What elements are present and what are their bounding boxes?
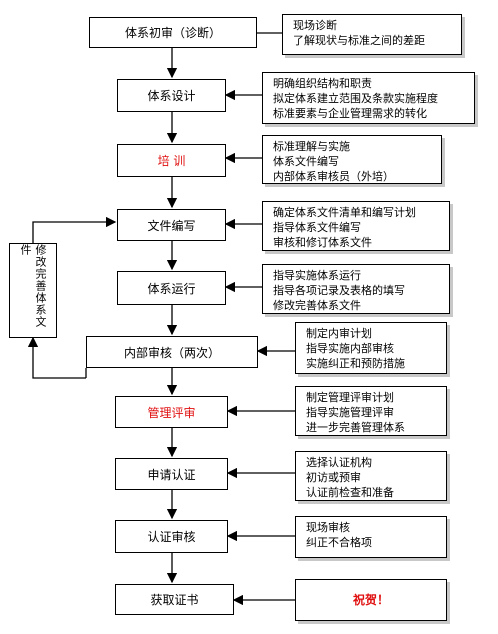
note-initial-review: 现场诊断 了解现状与标准之间的差距 [282, 14, 462, 55]
step-management-review: 管理评审 [115, 396, 228, 428]
note-line: 认证前检查和准备 [306, 486, 394, 499]
note-line: 明确组织结构和职责 [273, 77, 372, 90]
note-line: 内部体系审核员（外培） [273, 170, 394, 183]
note-line: 指导实施管理评审 [306, 406, 394, 419]
note-line: 初访或预审 [306, 471, 361, 484]
step-initial-review: 体系初审（诊断） [89, 17, 257, 48]
note-line: 现场诊断 [293, 19, 337, 32]
note-line: 指导体系文件编写 [273, 221, 361, 234]
step-certification-application: 申请认证 [115, 458, 228, 490]
feedback-loop-line [27, 336, 86, 379]
note-line: 选择认证机构 [306, 456, 372, 469]
note-line: 指导实施体系运行 [273, 269, 361, 282]
note-certification-application: 选择认证机构 初访或预审 认证前检查和准备 [295, 451, 447, 501]
note-system-operation: 指导实施体系运行 指导各项记录及表格的填写 修改完善体系文件 [262, 264, 450, 314]
note-line: 审核和修订体系文件 [273, 236, 372, 249]
note-document-writing: 确定体系文件清单和编写计划 指导体系文件编写 审核和修订体系文件 [262, 201, 450, 251]
note-line: 了解现状与标准之间的差距 [293, 34, 425, 47]
note-internal-audit: 制定内审计划 指导实施内部审核 实施纠正和预防措施 [295, 322, 447, 374]
note-line: 拟定体系建立范围及条款实施程度 [273, 92, 438, 105]
note-line: 标准理解与实施 [273, 140, 350, 153]
note-line: 实施纠正和预防措施 [306, 357, 405, 370]
step-internal-audit: 内部审核（两次） [86, 336, 258, 368]
step-obtain-certificate: 获取证书 [115, 584, 234, 615]
note-line: 制定管理评审计划 [306, 391, 394, 404]
step-certification-audit: 认证审核 [115, 520, 228, 553]
note-line: 现场审核 [306, 521, 350, 534]
step-training: 培 训 [117, 144, 226, 177]
note-line: 进一步完善管理体系 [306, 421, 405, 434]
feedback-loop-line [32, 216, 117, 243]
note-line: 纠正不合格项 [306, 536, 372, 549]
note-congratulations: 祝贺！ [295, 579, 447, 621]
congratulations-text: 祝贺！ [352, 592, 389, 607]
note-system-design: 明确组织结构和职责 拟定体系建立范围及条款实施程度 标准要素与企业管理需求的转化 [262, 72, 475, 124]
note-line: 修改完善体系文件 [273, 299, 361, 312]
note-line: 体系文件编写 [273, 155, 339, 168]
note-line: 指导实施内部审核 [306, 342, 394, 355]
note-line: 制定内审计划 [306, 327, 372, 340]
step-system-operation: 体系运行 [117, 271, 226, 305]
note-line: 标准要素与企业管理需求的转化 [273, 107, 427, 120]
note-line: 指导各项记录及表格的填写 [273, 284, 405, 297]
feedback-box: 修改完善体系文件 [9, 243, 57, 338]
step-system-design: 体系设计 [117, 79, 226, 112]
note-training: 标准理解与实施 体系文件编写 内部体系审核员（外培） [262, 135, 442, 184]
note-line: 确定体系文件清单和编写计划 [273, 206, 416, 219]
note-management-review: 制定管理评审计划 指导实施管理评审 进一步完善管理体系 [295, 386, 447, 436]
note-certification-audit: 现场审核 纠正不合格项 [295, 516, 447, 558]
step-document-writing: 文件编写 [117, 209, 226, 241]
